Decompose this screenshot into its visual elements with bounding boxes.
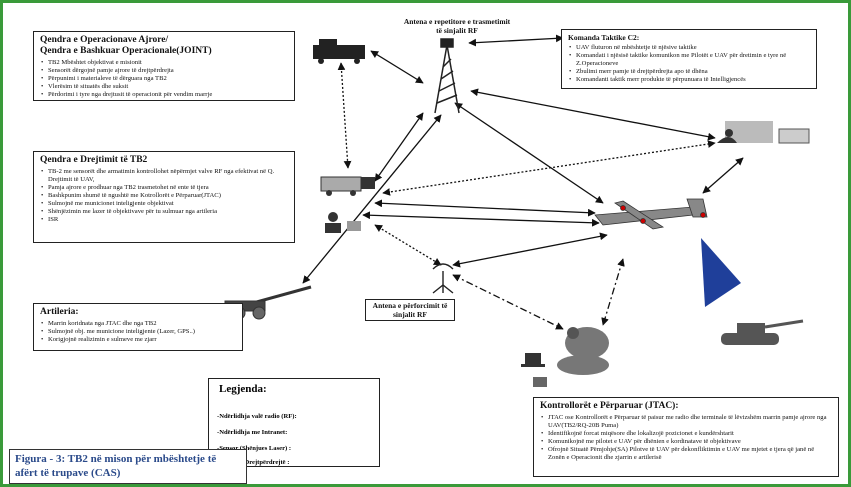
direct-view-links bbox=[452, 258, 625, 330]
list-item: TB2 Mbështet objektivat e misionit bbox=[41, 59, 288, 67]
control-vehicle-icon bbox=[320, 176, 375, 196]
legend-title: Legjenda: bbox=[219, 383, 267, 395]
legend-laser: -Sensor (Shënjues Laser) : bbox=[217, 445, 292, 452]
list-item: Shënjëzimin me lazer të objektivave për … bbox=[41, 208, 288, 216]
list-item: Zbulimi merr pamje të drejtpërdrejta apo… bbox=[569, 68, 810, 76]
legend-rf: -Ndërlidhja valë radio (RF): bbox=[217, 413, 297, 420]
tb2-center-list: TB-2 me sensorët dhe armatimin kontrollo… bbox=[40, 168, 288, 224]
operator-laptop-icon bbox=[325, 212, 361, 233]
list-item: Sulmojnë me municionet inteligjente obje… bbox=[41, 200, 288, 208]
list-item: Pamja ajrore e prodhuar nga TB2 trasmeto… bbox=[41, 184, 288, 192]
list-item: Komandanti taktik merr produkte të përpu… bbox=[569, 76, 810, 84]
ground-station-icon bbox=[313, 39, 365, 64]
tactical-c2-box: Komanda Taktike C2: UAV fluturon në mbës… bbox=[561, 29, 817, 89]
c2-list: UAV fluturon në mbështetje të njësive ta… bbox=[568, 44, 810, 84]
laser-beam bbox=[701, 238, 741, 307]
soldiers-icon bbox=[557, 327, 609, 375]
diagram-artwork bbox=[224, 34, 810, 467]
booster-antenna-icon bbox=[432, 263, 454, 294]
laptop-icon bbox=[521, 353, 547, 387]
artillery-box: Artileria: Marrin koridnata nga JTAC dhe… bbox=[33, 303, 243, 351]
jtac-box: Kontrollorët e Përparuar (JTAC): JTAC os… bbox=[533, 397, 839, 477]
list-item: ISR bbox=[41, 216, 288, 224]
tank-icon bbox=[721, 319, 804, 345]
air-ops-title-1: Qendra e Operacionave Ajrore/ bbox=[40, 35, 169, 45]
artillery-list: Marrin koridnata nga JTAC dhe nga TB2 Su… bbox=[40, 320, 236, 344]
list-item: Ofrojnë Situatë Pëmjohje(SA) Pilotve të … bbox=[541, 446, 832, 462]
list-item: JTAC ose Kontrollorët e Përparuar të pai… bbox=[541, 414, 832, 430]
jtac-list: JTAC ose Kontrollorët e Përparuar të pai… bbox=[540, 414, 832, 462]
repeater-antenna-label: Antena e repetitore e trasmetimit të sin… bbox=[403, 17, 511, 35]
list-item: Komunikojnë me pilotet e UAV për dhënien… bbox=[541, 438, 832, 446]
artillery-title: Artileria: bbox=[40, 307, 79, 317]
antenna-tower-icon bbox=[434, 38, 460, 114]
command-post-icon bbox=[717, 121, 810, 144]
list-item: Identifikojnë forcat miqësore dhe lokali… bbox=[541, 430, 832, 438]
list-item: Marrin koridnata nga JTAC dhe nga TB2 bbox=[41, 320, 236, 328]
tb2-center-title: Qendra e Drejtimit të TB2 bbox=[40, 155, 148, 165]
legend-intranet: -Ndërlidhja me Intranet: bbox=[217, 429, 288, 436]
intranet-links bbox=[337, 62, 716, 266]
legend-box: Legjenda: -Ndërlidhja valë radio (RF): -… bbox=[208, 378, 380, 467]
list-item: TB-2 me sensorët dhe armatimin kontrollo… bbox=[41, 168, 288, 184]
list-item: Përpunimi i materialeve të dërguara nga … bbox=[41, 75, 288, 83]
list-item: UAV fluturon në mbështetje të njësive ta… bbox=[569, 44, 810, 52]
list-item: Sensorët dërgojnë pamje ajrore të drejtp… bbox=[41, 67, 288, 75]
list-item: Sulmojnë obj. me municione inteligjente … bbox=[41, 328, 236, 336]
list-item: Komandati i njësisë taktike komunikon me… bbox=[569, 52, 810, 68]
jtac-title: Kontrollorët e Përparuar (JTAC): bbox=[540, 401, 679, 411]
figure-caption: Figura - 3: TB2 në mison për mbështetje … bbox=[9, 449, 247, 484]
tb2-uav-icon bbox=[594, 198, 708, 230]
booster-antenna-label: Antena e përforcimit të sinjalit RF bbox=[365, 299, 455, 321]
air-operations-center-box: Qendra e Operacionave Ajrore/ Qendra e B… bbox=[33, 31, 295, 101]
list-item: Bashkpunim shumë të ngushtë me Kotrollor… bbox=[41, 192, 288, 200]
list-item: Përdorimi i tyre nga drejtusit të operac… bbox=[41, 91, 288, 99]
legend-direct-view: -Shikim i Drejtpërdrejtë : bbox=[217, 459, 290, 466]
list-item: Korigjojnë realizimin e sulmeve me zjarr bbox=[41, 336, 236, 344]
air-ops-title-2: Qendra e Bashkuar Operacionale(JOINT) bbox=[40, 46, 212, 56]
air-ops-list: TB2 Mbështet objektivat e misionit Senso… bbox=[40, 59, 288, 99]
c2-title: Komanda Taktike C2: bbox=[568, 33, 640, 42]
list-item: Vlerësim të situatës dhe suksit bbox=[41, 83, 288, 91]
tb2-control-center-box: Qendra e Drejtimit të TB2 TB-2 me sensor… bbox=[33, 151, 295, 243]
